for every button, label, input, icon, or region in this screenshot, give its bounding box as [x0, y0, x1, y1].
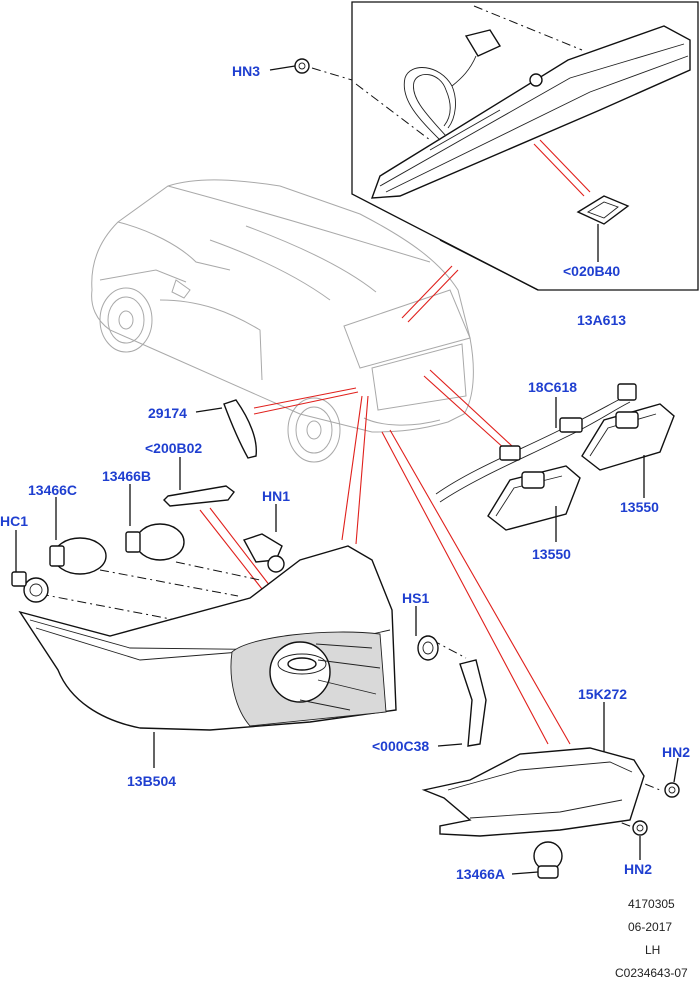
drawing-reference: C0234643-07 [615, 966, 688, 980]
plate-lamp-13550-upper [581, 403, 675, 471]
bulb-13466b [125, 523, 185, 561]
fog-lamp-15k272 [421, 747, 645, 837]
callout-13466a[interactable]: 13466A [456, 866, 505, 882]
stop-lamp-detail-inset [351, 1, 699, 291]
bulb-13466a [533, 841, 563, 879]
socket-hc1 [11, 571, 49, 603]
callout-hn3[interactable]: HN3 [232, 63, 260, 79]
drawing-date: 06-2017 [628, 920, 672, 934]
callout-13a613[interactable]: 13A613 [577, 312, 626, 328]
callout-13466c[interactable]: 13466C [28, 482, 77, 498]
hn2-nut-lower [632, 820, 648, 836]
hn3-nut [294, 58, 310, 74]
gasket-020b40 [576, 195, 630, 225]
callout-13b504[interactable]: 13B504 [127, 773, 176, 789]
callout-15k272[interactable]: 15K272 [578, 686, 627, 702]
grommet-hs1 [417, 635, 439, 661]
callout-200b02[interactable]: <200B02 [145, 440, 202, 456]
callout-hn2-upper[interactable]: HN2 [662, 744, 690, 760]
callout-000c38[interactable]: <000C38 [372, 738, 429, 754]
callout-18c618[interactable]: 18C618 [528, 379, 577, 395]
side-marker-29174 [223, 399, 257, 459]
callout-labels: HN3 <020B40 13A613 18C618 29174 <200B02 … [0, 63, 690, 882]
callout-29174[interactable]: 29174 [148, 405, 187, 421]
callout-hc1[interactable]: HC1 [0, 513, 28, 529]
hn2-nut-upper [664, 782, 680, 798]
callout-leaders [15, 65, 679, 875]
callout-020b40[interactable]: <020B40 [563, 263, 620, 279]
bulb-13466c [49, 537, 107, 575]
rear-lamp-13b504 [18, 545, 397, 731]
callout-13550-upper[interactable]: 13550 [620, 499, 659, 515]
plate-lamp-13550-lower [487, 465, 581, 531]
reflector-200b02 [163, 485, 235, 507]
illustration-number: 4170305 [628, 897, 675, 911]
callout-hs1[interactable]: HS1 [402, 590, 429, 606]
drawing-reference-block: 4170305 06-2017 LH C0234643-07 [615, 897, 688, 980]
callout-13466b[interactable]: 13466B [102, 468, 151, 484]
side-reflector-000c38 [459, 659, 487, 747]
vehicle-side: LH [645, 943, 660, 957]
clip-hn1 [242, 533, 285, 573]
vehicle-outline [91, 179, 474, 463]
callout-13550-lower[interactable]: 13550 [532, 546, 571, 562]
callout-hn2-lower[interactable]: HN2 [624, 861, 652, 877]
harness-18c618 [435, 383, 637, 503]
callout-hn1[interactable]: HN1 [262, 488, 290, 504]
